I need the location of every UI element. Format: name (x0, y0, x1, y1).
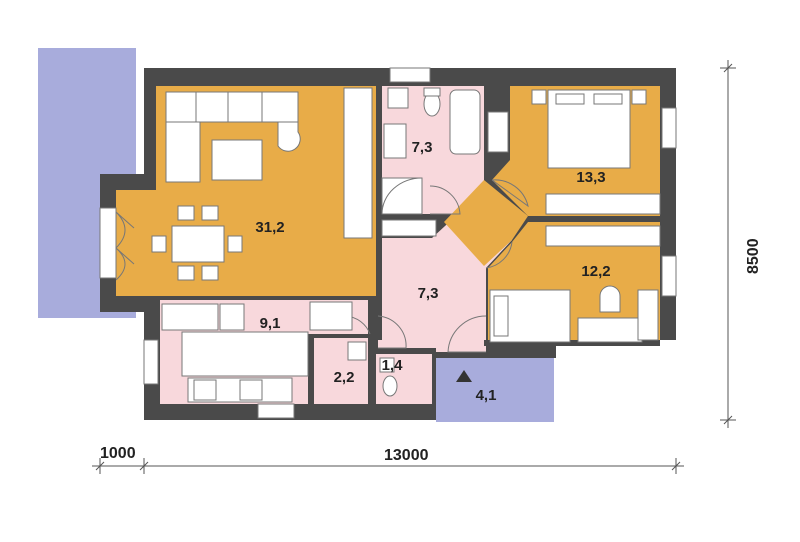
door-swing-icon (447, 315, 487, 353)
sink-icon (309, 301, 353, 331)
area-bathroom: 7,3 (412, 139, 433, 156)
area-storage: 2,2 (334, 369, 355, 386)
dimension-overhang: 1000 (100, 445, 136, 462)
area-hall: 7,3 (418, 285, 439, 302)
door-swing-icon (115, 247, 135, 281)
bathroom-fixtures (381, 87, 481, 215)
door-swings (115, 179, 529, 353)
desk-icon (487, 111, 509, 153)
wc-fixtures (379, 357, 398, 397)
area-bedroom-2: 12,2 (581, 263, 610, 280)
room-diagonal-vestibule (444, 180, 528, 266)
fridge-icon (219, 303, 245, 331)
door-swing-icon (377, 315, 407, 349)
area-kitchen: 9,1 (260, 315, 281, 332)
window-icon (661, 107, 677, 149)
door-swing-icon (491, 179, 529, 208)
stove-icon (193, 379, 217, 401)
coffee-table-icon (211, 139, 263, 181)
area-bedroom-1: 13,3 (576, 169, 605, 186)
area-wc: 1,4 (382, 357, 404, 374)
window-icon (257, 403, 295, 419)
door-swing-icon (485, 241, 513, 269)
terrace-porch (436, 358, 554, 422)
bedroom-2-furniture (489, 225, 661, 343)
boiler-icon (347, 341, 367, 361)
sofa-icon (165, 91, 299, 123)
room-labels: 31,2 7,3 13,3 12,2 7,3 9,1 2,2 1,4 4,1 (255, 139, 610, 404)
sink-icon (239, 379, 263, 401)
area-porch: 4,1 (476, 387, 497, 404)
area-living: 31,2 (255, 219, 284, 236)
shelving-icon (343, 87, 373, 239)
sink-icon (383, 123, 407, 159)
windows (99, 67, 677, 419)
living-furniture (151, 87, 373, 281)
wardrobe-icon (545, 193, 661, 215)
desk-icon (577, 317, 643, 343)
toilet-icon (382, 375, 398, 397)
dimension-width: 13000 (384, 447, 429, 464)
stair-triangle-icon (456, 370, 472, 382)
door-swing-icon (429, 185, 461, 215)
shower-icon (381, 177, 423, 215)
hall-wardrobe-icon (381, 219, 437, 237)
kitchen-fixtures (161, 301, 367, 403)
dimension-depth: 8500 (745, 238, 762, 274)
window-icon (99, 207, 117, 279)
door-swing-icon (115, 211, 135, 249)
window-icon (661, 255, 677, 297)
bedroom-1-furniture (487, 89, 661, 215)
window-icon (143, 339, 159, 385)
table-icon (171, 225, 225, 263)
window-icon (389, 67, 431, 83)
wardrobe-icon (545, 225, 661, 247)
bathtub-icon (449, 89, 481, 155)
dimension-lines (92, 60, 736, 474)
